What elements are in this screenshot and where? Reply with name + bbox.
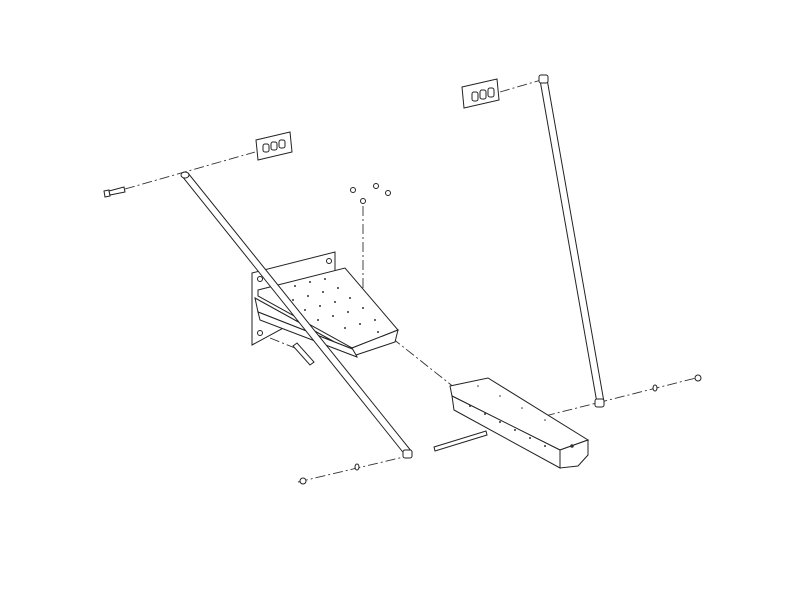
right-wall-plate [461,78,500,109]
long-pin [433,430,488,452]
slot-hole [278,139,286,149]
slot-hole [479,89,487,100]
bracket-step-axis-line [391,337,456,389]
slot-hole [471,91,479,102]
washers [299,374,702,485]
screw [350,187,356,193]
slot-hole [487,87,495,98]
left-bolt [103,186,126,198]
slot-hole [262,143,270,153]
step-board [449,377,590,469]
right-brace-rod [538,74,605,408]
screw [360,198,366,204]
left-top-axis-line [124,151,256,190]
bottom-right-axis-line [544,376,701,417]
left-brace-rod [180,171,413,459]
short-pin [292,342,315,366]
assembly-lines [124,79,701,483]
pin-axis-line [269,337,296,349]
bottom-left-axis-line [297,455,409,483]
screw [385,190,391,196]
left-wall-plate [255,131,293,161]
slot-hole [270,141,278,151]
screws [350,183,391,204]
right-top-axis-line [499,79,542,93]
support-bracket [251,251,399,358]
screw [373,183,379,189]
